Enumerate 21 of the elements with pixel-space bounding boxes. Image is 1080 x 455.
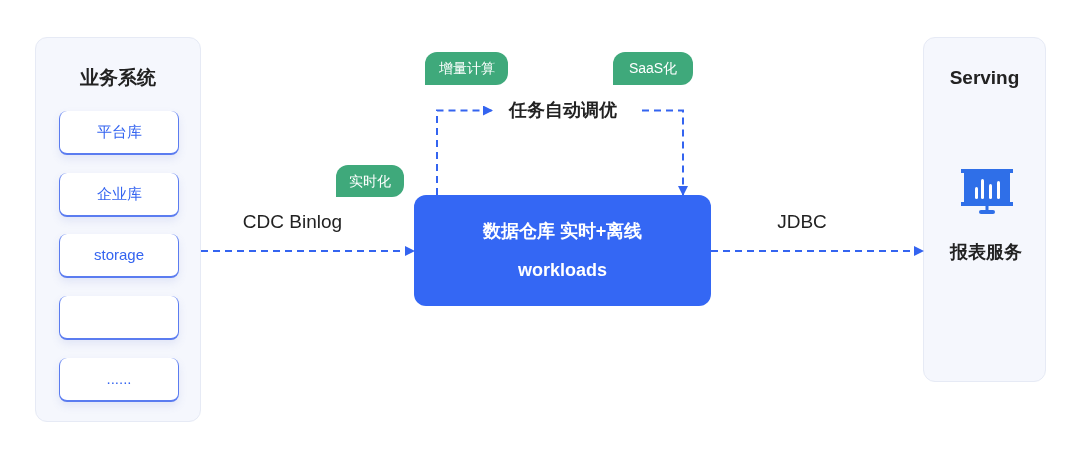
source-label: ...... [106,368,132,389]
panel-title: Serving [949,66,1020,90]
source-label: 平台库 [96,121,142,142]
box-text: workloads [518,258,607,282]
tag-label: 实时化 [349,171,391,191]
source-label: storage [93,244,144,265]
dashed-arrow [710,246,924,256]
dashed-arrow [200,246,415,256]
group-panel [923,37,1046,382]
dashed-arrow [436,105,493,196]
warehouse-box [414,195,711,306]
box-text: 数据仓库 实时+离线 [482,219,643,243]
node-label: 报表服务 [950,240,1022,264]
tag-label: 增量计算 [438,59,495,78]
dashed-arrow [641,109,688,196]
tag-label: SaaS化 [628,59,678,78]
node-label: 任务自动调优 [508,99,617,122]
group-panel [35,37,201,422]
panel-title: 业务系统 [80,66,156,90]
source-box [59,296,179,340]
source-label: 企业库 [96,183,142,204]
